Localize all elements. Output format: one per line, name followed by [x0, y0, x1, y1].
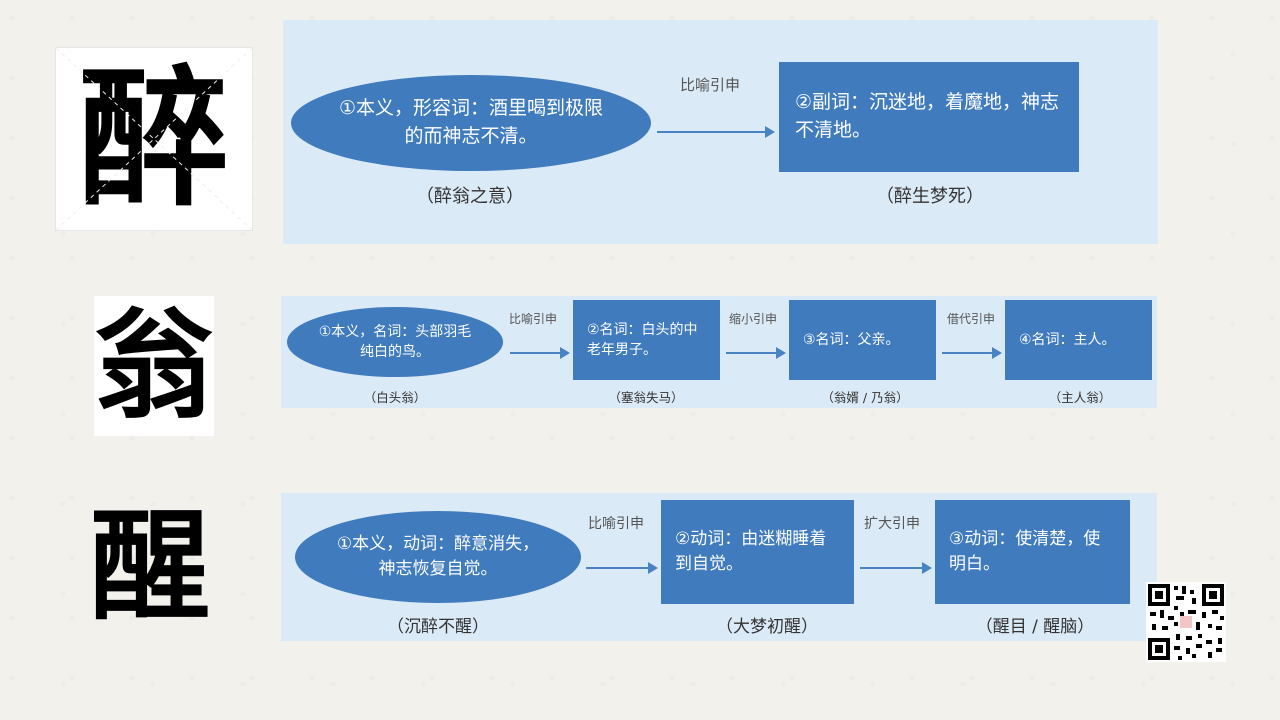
glyph-xing: 醒: [90, 496, 210, 637]
row2-arrow-1: [510, 347, 570, 359]
row3-arrow-1: [586, 562, 658, 574]
glyph-zui: 醉: [78, 51, 229, 227]
row1-origin-caption: （醉翁之意）: [416, 186, 524, 207]
glyph-weng: 翁: [94, 296, 213, 435]
row1-derived-node: ②副词：沉迷地，着魔地，神志不清地。: [779, 62, 1079, 172]
seal-glyph-zui: 醉: [55, 47, 253, 231]
row3-node-3: ③动词：使清楚，使明白。: [935, 500, 1130, 604]
row3-node-2: ②动词：由迷糊睡着到自觉。: [661, 500, 854, 604]
row2-arrow-3: [942, 347, 1002, 359]
qr-code[interactable]: [1146, 582, 1226, 662]
qr-code-pattern: [1148, 584, 1224, 660]
guide-lines: [56, 48, 252, 230]
row2-caption-4: （主人翁）: [1048, 390, 1112, 405]
row2-arrow-2: [726, 347, 786, 359]
row2-arrow-label-2: 缩小引申: [729, 312, 778, 326]
row2-origin-node: ①本义，名词：头部羽毛纯白的鸟。: [287, 307, 503, 377]
row1-derived-caption: （醉生梦死）: [876, 186, 984, 207]
row2-node-3: ③名词：父亲。: [789, 300, 936, 380]
row2-node-4: ④名词：主人。: [1005, 300, 1152, 380]
row2-caption-3: （翁婿 / 乃翁）: [821, 390, 909, 405]
row2-arrow-label-1: 比喻引申: [509, 312, 558, 326]
row3-arrow-2: [860, 562, 932, 574]
row1-arrow: [657, 126, 775, 138]
seal-glyph-xing: 醒: [80, 502, 220, 632]
seal-glyph-weng: 翁: [94, 296, 214, 436]
row1-origin-node: ①本义，形容词：酒里喝到极限的而神志不清。: [291, 75, 651, 171]
row2-arrow-label-3: 借代引申: [947, 312, 996, 326]
row3-arrow-label-1: 比喻引申: [588, 516, 644, 532]
row3-origin-caption: （沉醉不醒）: [387, 617, 489, 637]
row3-origin-node: ①本义，动词：醉意消失，神志恢复自觉。: [295, 511, 581, 603]
row2-node-2: ②名词：白头的中老年男子。: [573, 300, 720, 380]
row3-caption-3: （醒目 / 醒脑）: [975, 617, 1095, 637]
row3-caption-2: （大梦初醒）: [716, 617, 818, 637]
row1-arrow-label: 比喻引申: [680, 76, 741, 94]
row3-arrow-label-2: 扩大引申: [864, 516, 920, 532]
row2-origin-caption: （白头翁）: [363, 390, 427, 405]
row2-caption-2: （塞翁失马）: [608, 390, 684, 405]
